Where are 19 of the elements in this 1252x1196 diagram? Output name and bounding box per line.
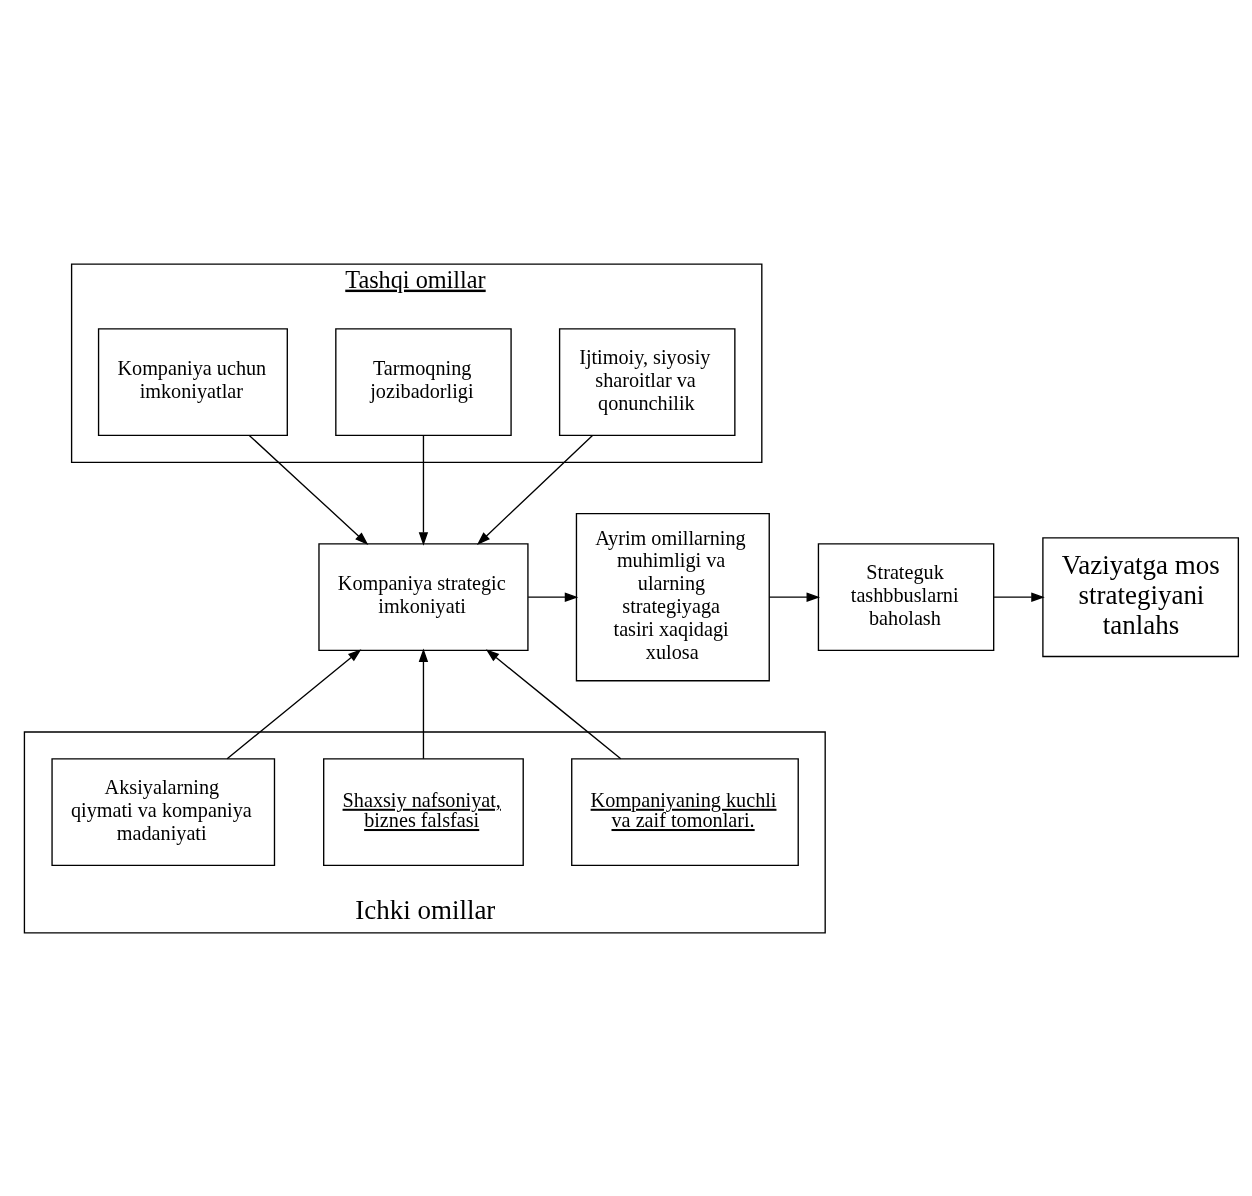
arrow bbox=[418, 434, 429, 546]
arrow bbox=[993, 591, 1045, 602]
arrow bbox=[485, 648, 622, 759]
node-box: Shaxsiy nafsoniyat, biznes falsfasi bbox=[323, 757, 524, 866]
node-box: Aksiyalarning qiymati va kompaniya madaniyati bbox=[51, 757, 276, 866]
node-box: Strateguk tashbbuslarni baholash bbox=[817, 542, 995, 651]
node-box: Kompaniya strategic imkoniyati bbox=[318, 542, 529, 651]
arrow bbox=[418, 647, 429, 759]
arrow bbox=[768, 591, 821, 602]
node-box: Kompaniyaning kuchli va zaif tomonlari. bbox=[571, 757, 799, 866]
node-box: Ijtimoiy, siyosiy sharoitlar va qonunchilik bbox=[558, 327, 736, 436]
node-box: Tarmoqning jozibadorligi bbox=[335, 327, 512, 436]
arrow bbox=[527, 591, 579, 602]
node-box: Ayrim omillarning muhimligi va ularning strategiyaga tasiri xaqidagi xulosa bbox=[575, 512, 770, 681]
arrow bbox=[476, 434, 594, 545]
arrow bbox=[248, 434, 369, 545]
arrow bbox=[226, 648, 362, 759]
node-box: Kompaniya uchun imkoniyatlar bbox=[97, 327, 288, 436]
node-box: Vaziyatga mos strategiyani tanlahs bbox=[1042, 536, 1240, 657]
